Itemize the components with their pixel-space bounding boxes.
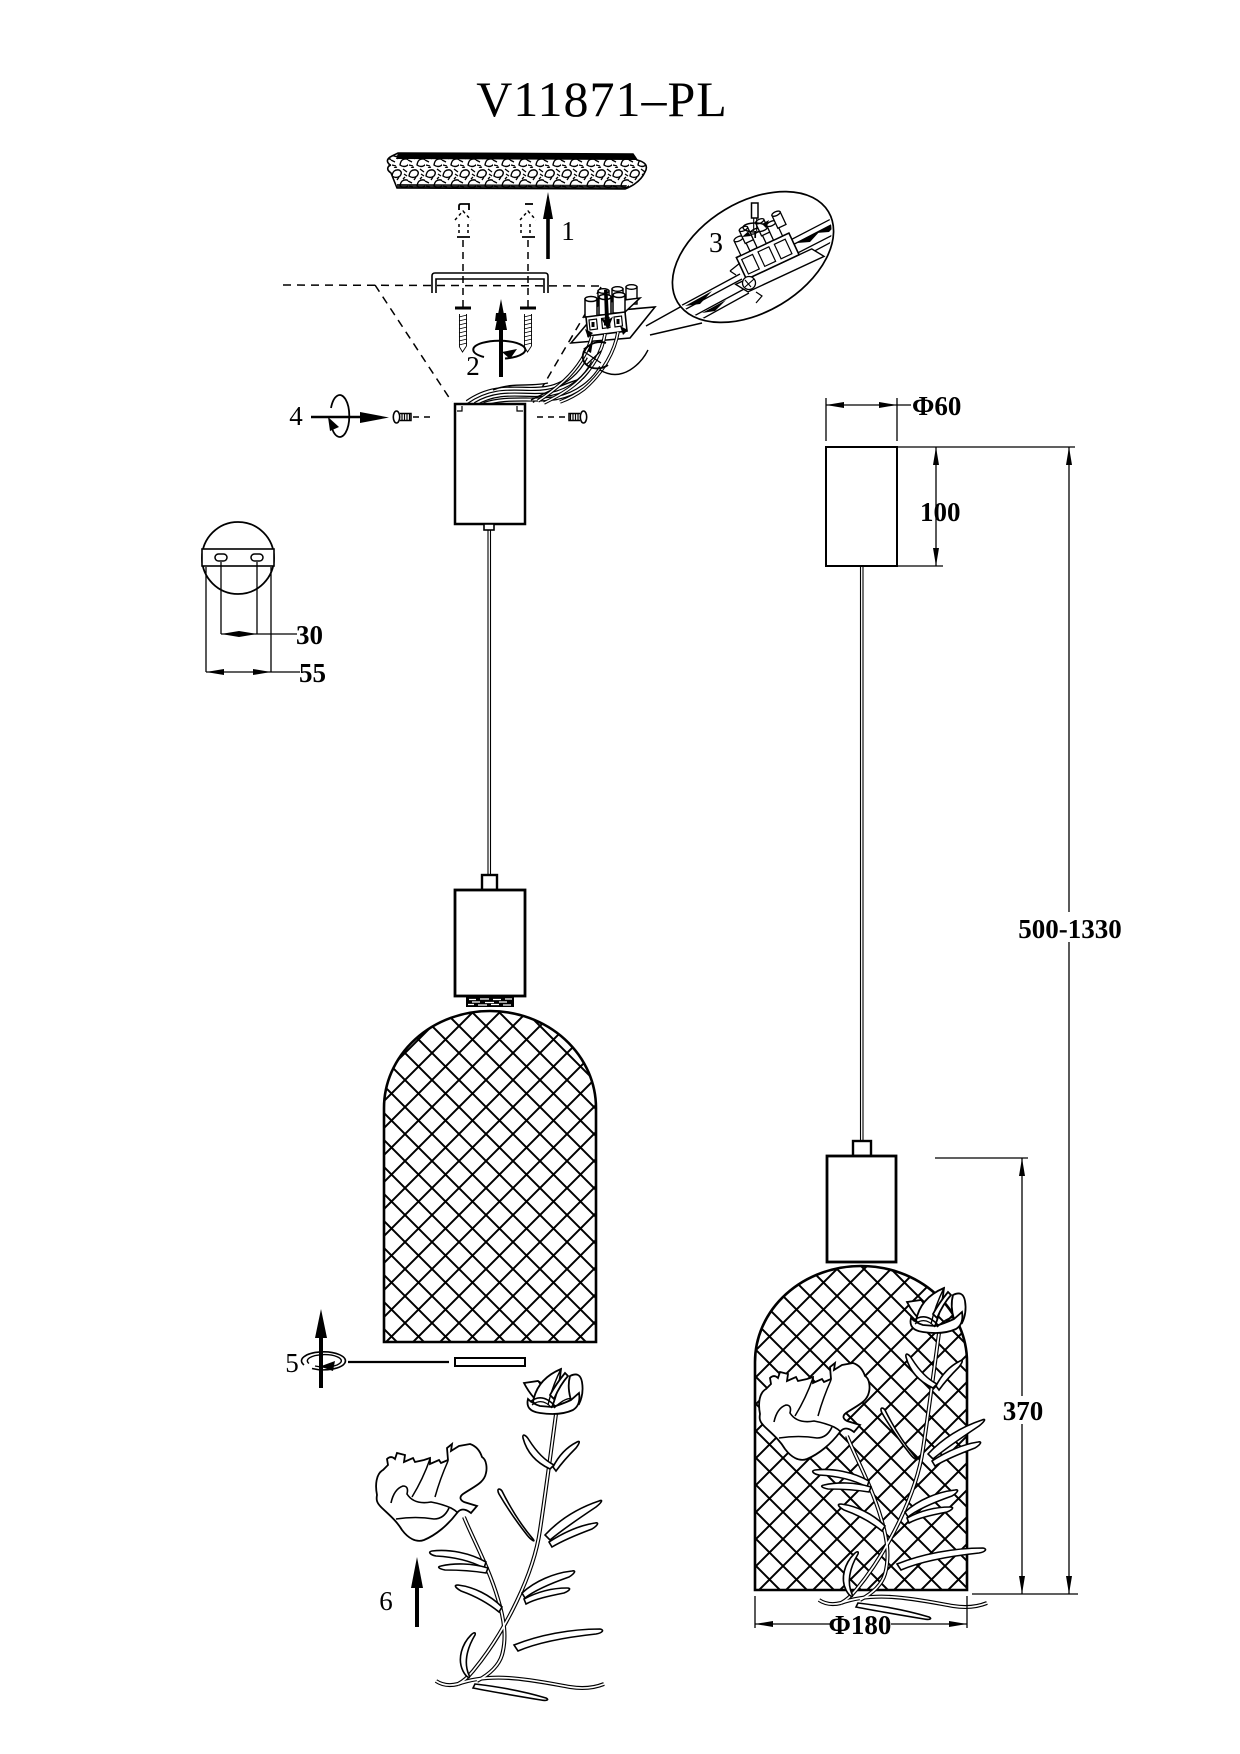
svg-text:Φ180: Φ180 [829, 1610, 892, 1640]
svg-text:30: 30 [296, 620, 323, 650]
svg-text:2: 2 [466, 351, 480, 381]
svg-text:100: 100 [920, 497, 961, 527]
svg-text:4: 4 [289, 401, 303, 431]
svg-text:Φ60: Φ60 [912, 391, 961, 421]
svg-text:V11871–PL: V11871–PL [476, 71, 728, 127]
svg-text:500-1330: 500-1330 [1018, 914, 1122, 944]
svg-text:3: 3 [709, 228, 723, 259]
svg-text:6: 6 [379, 1586, 393, 1616]
svg-text:1: 1 [561, 216, 575, 246]
svg-text:55: 55 [299, 658, 326, 688]
svg-text:5: 5 [285, 1348, 299, 1378]
svg-text:370: 370 [1003, 1396, 1044, 1426]
